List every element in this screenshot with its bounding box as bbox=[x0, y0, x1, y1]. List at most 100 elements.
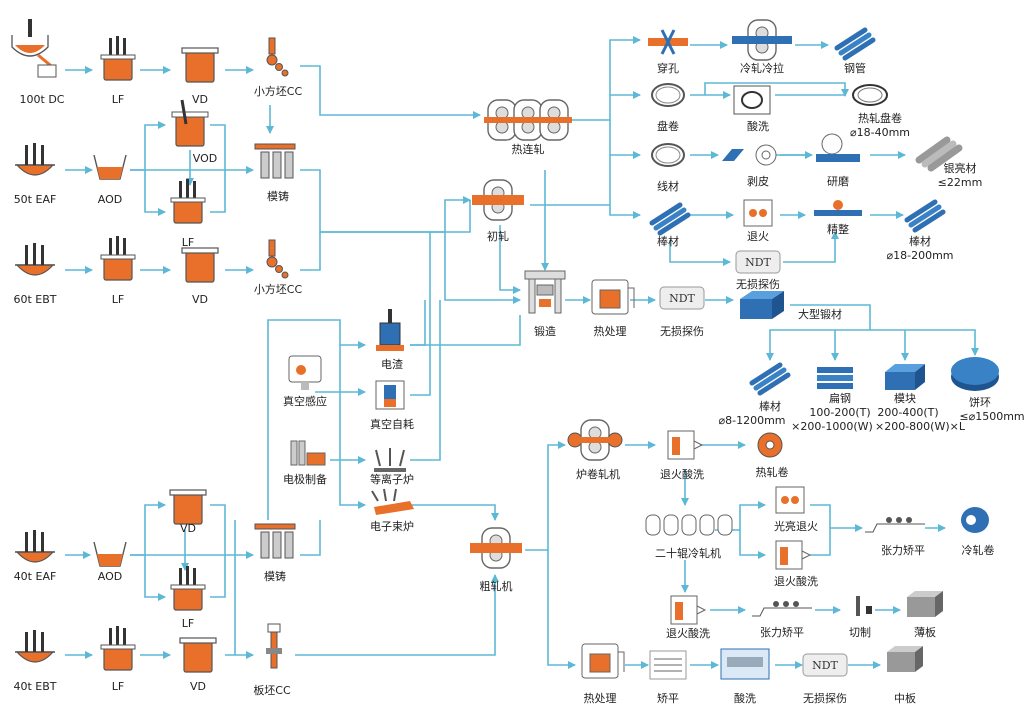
wire-rod-icon bbox=[651, 143, 685, 167]
node-label: 扁钢 bbox=[829, 392, 851, 405]
node-label: ×200-800(W)×L bbox=[875, 420, 966, 433]
hot-rolled-coil-icon bbox=[852, 84, 888, 106]
vd-vessel-icon bbox=[169, 489, 207, 525]
coil-icon bbox=[651, 83, 685, 107]
node-label: 退火酸洗 bbox=[660, 467, 704, 481]
node-label: 初轧 bbox=[487, 229, 509, 243]
finishing-icon bbox=[814, 200, 862, 216]
ring-disc-icon bbox=[951, 357, 999, 391]
node-label: 冷轧卷 bbox=[962, 543, 995, 557]
steel-pipe-icon bbox=[837, 30, 873, 58]
node-label: ×200-1000(W) bbox=[791, 420, 873, 433]
tension-leveler-icon bbox=[865, 517, 925, 533]
node-label: LF bbox=[112, 680, 124, 693]
hot-coil-icon bbox=[757, 432, 783, 458]
finished-bar-icon bbox=[907, 202, 943, 230]
sheet-icon bbox=[907, 591, 943, 617]
node-label: 无损探伤 bbox=[660, 324, 704, 338]
forged-bar-icon bbox=[752, 365, 788, 393]
node-label: 棒材 bbox=[909, 234, 931, 248]
node-label: 切制 bbox=[849, 626, 871, 639]
node-label: 真空自耗 bbox=[370, 417, 414, 431]
ingot-casting-icon bbox=[254, 143, 296, 179]
heat-treatment-furnace-icon bbox=[591, 279, 635, 315]
hot-rolling-mill-icon bbox=[484, 99, 572, 141]
eaf-furnace-icon bbox=[14, 142, 56, 176]
ebt-furnace-icon bbox=[14, 629, 56, 663]
node-label: VD bbox=[180, 522, 196, 535]
billet-caster-icon bbox=[266, 37, 289, 77]
node-label: 中板 bbox=[894, 691, 916, 705]
cold-coil-icon bbox=[961, 507, 989, 533]
leveler-icon bbox=[649, 650, 687, 680]
anneal-pickle-icon bbox=[670, 595, 706, 625]
dc-furnace-icon bbox=[11, 19, 57, 78]
node-label: 200-400(T) bbox=[877, 406, 938, 419]
node-label: 模铸 bbox=[267, 189, 289, 203]
node-label: 精整 bbox=[827, 222, 849, 236]
annealing-furnace-icon bbox=[743, 199, 773, 227]
node-label: 退火酸洗 bbox=[666, 626, 710, 640]
ndt-inspection-icon: NDT bbox=[659, 286, 705, 310]
roughing-stand-icon bbox=[470, 527, 522, 569]
node-label: ⌀8-1200mm bbox=[718, 414, 785, 427]
slab-caster-icon bbox=[266, 623, 282, 669]
node-label: LF bbox=[182, 236, 194, 249]
anneal-pickle-icon bbox=[775, 540, 811, 570]
node-label: 40t EAF bbox=[14, 570, 57, 583]
node-label: 研磨 bbox=[827, 175, 849, 188]
node-label: 酸洗 bbox=[747, 119, 769, 133]
piercing-icon bbox=[648, 29, 688, 55]
flat-bar-icon bbox=[817, 367, 853, 389]
node-label: 热处理 bbox=[584, 692, 617, 705]
ebt-furnace-icon bbox=[14, 242, 56, 276]
plate-icon bbox=[887, 646, 923, 672]
roughing-mill-icon bbox=[472, 179, 524, 221]
node-label: 热连轧 bbox=[512, 142, 545, 156]
node-label: 电渣 bbox=[381, 357, 403, 371]
vod-vessel-icon bbox=[171, 99, 209, 147]
large-forging-icon bbox=[740, 291, 784, 319]
node-label: 张力矫平 bbox=[881, 544, 925, 557]
steckel-mill-icon bbox=[567, 419, 623, 461]
ndt-inspection-icon: NDT bbox=[735, 250, 781, 274]
plasma-furnace-icon bbox=[374, 448, 406, 472]
sendzimir-mill-icon bbox=[645, 514, 733, 536]
node-label: VD bbox=[192, 293, 208, 306]
forging-press-icon bbox=[524, 270, 566, 314]
ingot-casting-icon bbox=[254, 523, 296, 559]
node-label: 40t EBT bbox=[13, 680, 56, 693]
node-label: 热处理 bbox=[594, 325, 627, 338]
node-label: 热轧卷 bbox=[756, 465, 789, 479]
node-label: 冷轧冷拉 bbox=[740, 61, 784, 75]
vd-vessel-icon bbox=[181, 47, 219, 83]
node-label: 酸洗 bbox=[734, 691, 756, 705]
node-label: 钢管 bbox=[844, 61, 866, 75]
node-label: 退火酸洗 bbox=[774, 574, 818, 588]
node-label: 50t EAF bbox=[14, 193, 57, 206]
node-label: 银亮材 bbox=[944, 161, 977, 175]
node-label: 棒材 bbox=[759, 399, 781, 413]
node-label: 热轧盘卷 bbox=[858, 111, 902, 125]
heat-treatment-furnace-icon bbox=[581, 643, 625, 679]
bright-anneal-icon bbox=[775, 486, 805, 514]
anneal-pickle-icon bbox=[667, 430, 703, 460]
node-label: ⌀18-200mm bbox=[886, 249, 953, 262]
node-label: AOD bbox=[98, 193, 122, 206]
node-label: VD bbox=[190, 680, 206, 693]
node-label: 薄板 bbox=[914, 625, 936, 639]
ndt-label: NDT bbox=[812, 659, 838, 672]
node-label: 模块 bbox=[894, 392, 916, 405]
lf-ladle-icon bbox=[170, 565, 206, 611]
node-label: 小方坯CC bbox=[254, 282, 303, 296]
node-label: VD bbox=[192, 93, 208, 106]
peeling-icon bbox=[722, 144, 777, 166]
node-label: 棒材 bbox=[657, 234, 679, 248]
node-label: 等离子炉 bbox=[370, 472, 414, 486]
var-icon bbox=[375, 380, 405, 410]
billet-caster-icon bbox=[266, 239, 289, 279]
vd-vessel-icon bbox=[179, 637, 217, 673]
shear-icon bbox=[856, 596, 872, 616]
ndt-label: NDT bbox=[745, 256, 771, 269]
